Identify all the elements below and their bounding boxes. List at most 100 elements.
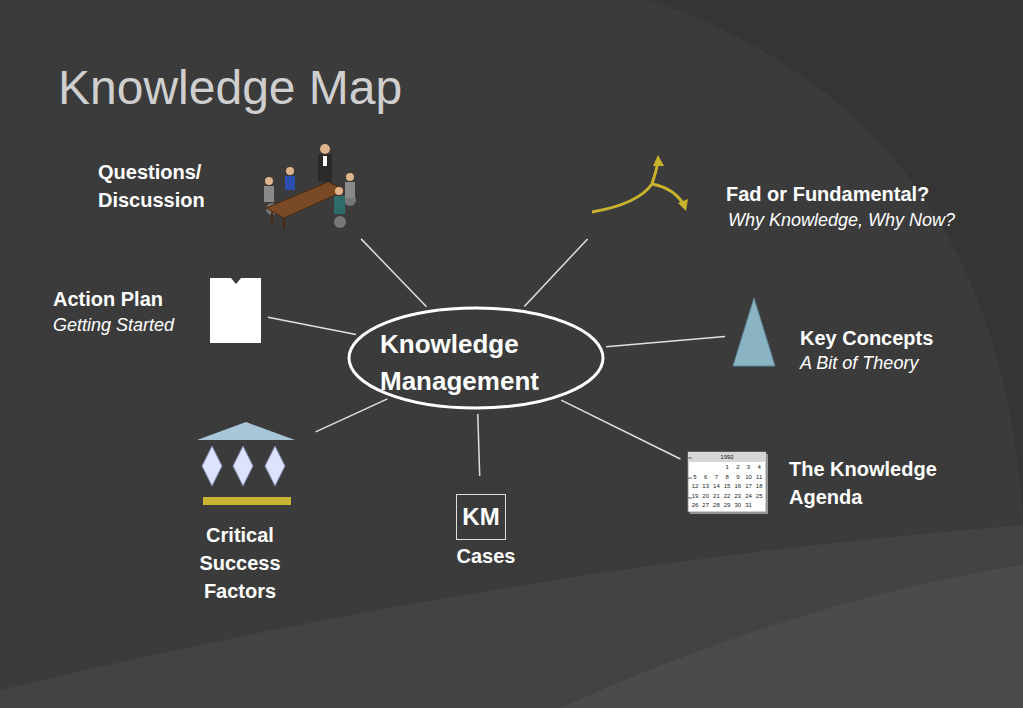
- slide-title: Knowledge Map: [58, 60, 402, 116]
- diverging-arrow-icon: [592, 155, 688, 212]
- calendar-day: 11: [754, 473, 764, 481]
- calendar-icon: [688, 452, 768, 514]
- topic-label: Critical Success Factors: [168, 418, 312, 607]
- calendar-day: 27: [701, 501, 711, 509]
- triangle-icon: [733, 298, 775, 366]
- calendar-day: 3: [744, 463, 754, 471]
- topic-label: Fad or Fundamental?Why Knowledge, Why No…: [586, 150, 998, 236]
- spoke-line: [268, 317, 356, 334]
- calendar-day: 5: [690, 473, 700, 481]
- calendar-day: 12: [690, 482, 700, 490]
- person: [285, 176, 295, 190]
- spoke-line: [561, 400, 680, 459]
- calendar-day: 20: [701, 492, 711, 500]
- base: [203, 497, 291, 505]
- calendar-day: 4: [754, 463, 764, 471]
- calendar-page: [688, 452, 766, 512]
- node-subtitle: Getting Started: [53, 313, 174, 337]
- meeting-icon: [264, 144, 356, 230]
- binder-ring: [688, 498, 692, 499]
- node-heading: KM: [456, 494, 506, 540]
- node-heading: Critical Success Factors: [170, 521, 310, 605]
- arrow-branch: [592, 162, 658, 212]
- person-head: [346, 173, 354, 181]
- person: [264, 186, 274, 202]
- calendar-day: 7: [711, 473, 721, 481]
- calendar-day: 30: [733, 501, 743, 509]
- node-heading: Fad or Fundamental?: [726, 181, 929, 207]
- calendar-day: 16: [733, 482, 743, 490]
- person: [334, 196, 345, 214]
- node-heading: Action Plan: [53, 286, 163, 312]
- binder-ring: [688, 478, 692, 479]
- ellipse-shape: [349, 308, 603, 408]
- table-leg: [271, 212, 273, 226]
- node-subtitle: A Bit of Theory: [800, 351, 918, 375]
- topic-label: Questions/ Discussion: [94, 142, 366, 236]
- arrow-head: [653, 155, 664, 166]
- calendar-day: 24: [744, 492, 754, 500]
- background-swoosh: [0, 525, 1023, 708]
- topic-label: Action PlanGetting Started: [50, 274, 264, 346]
- arrow-head: [678, 199, 688, 211]
- background-swoosh: [650, 0, 1023, 520]
- calendar-day: 25: [754, 492, 764, 500]
- node-heading: Questions/ Discussion: [98, 158, 238, 214]
- pillar-diamond: [202, 446, 222, 486]
- spoke-line: [478, 414, 480, 476]
- spoke-line: [316, 399, 388, 432]
- calendar-day: 9: [733, 473, 743, 481]
- calendar-day: 15: [722, 482, 732, 490]
- calendar-day: 8: [722, 473, 732, 481]
- topic-label: Key ConceptsA Bit of Theory: [729, 294, 965, 377]
- table-leg: [283, 218, 285, 230]
- calendar-day: 18: [754, 482, 764, 490]
- node-heading: Knowledge Management: [380, 326, 590, 400]
- spoke-line: [524, 239, 587, 307]
- calendar-day: 28: [711, 501, 721, 509]
- person-head: [265, 177, 273, 185]
- calendar-day: 17: [744, 482, 754, 490]
- person-head: [320, 144, 330, 154]
- calendar-day: 10: [744, 473, 754, 481]
- pillar-diamond: [265, 446, 285, 486]
- calendar-day: 29: [722, 501, 732, 509]
- calendar-day: 6: [701, 473, 711, 481]
- spoke-line: [361, 239, 426, 307]
- calendar-day: 23: [733, 492, 743, 500]
- document-icon: [210, 278, 261, 343]
- person-head: [286, 167, 294, 175]
- shirt: [323, 156, 327, 166]
- node-subtitle: Cases: [446, 543, 526, 569]
- calendar-year: 1992: [688, 453, 766, 461]
- calendar-day: 14: [711, 482, 721, 490]
- topic-label: KM Cases: [446, 480, 528, 571]
- pillar-diamond: [233, 446, 253, 486]
- table: [266, 182, 346, 218]
- calendar-header: [688, 452, 766, 462]
- calendar-day: 31: [744, 501, 754, 509]
- background-swoosh: [560, 565, 1023, 708]
- arrow-branch: [652, 184, 684, 205]
- spoke-line: [606, 337, 725, 347]
- calendar-day: 22: [722, 492, 732, 500]
- calendar-day: 2: [733, 463, 743, 471]
- calendar-day: 19: [690, 492, 700, 500]
- roof: [197, 422, 295, 440]
- person-head: [335, 187, 343, 195]
- person: [318, 154, 332, 182]
- person: [345, 182, 355, 198]
- node-heading: Key Concepts: [800, 325, 933, 351]
- calendar-day: 21: [711, 492, 721, 500]
- calendar-day: 1: [722, 463, 732, 471]
- pillars-icon: [197, 422, 295, 505]
- calendar-day: 13: [701, 482, 711, 490]
- node-subtitle: Why Knowledge, Why Now?: [728, 208, 955, 232]
- node-heading: The Knowledge Agenda: [789, 455, 964, 511]
- binder-ring: [688, 458, 692, 459]
- chair: [334, 216, 346, 228]
- calendar-day: 26: [690, 501, 700, 509]
- central-ellipse: Knowledge Management: [347, 306, 605, 410]
